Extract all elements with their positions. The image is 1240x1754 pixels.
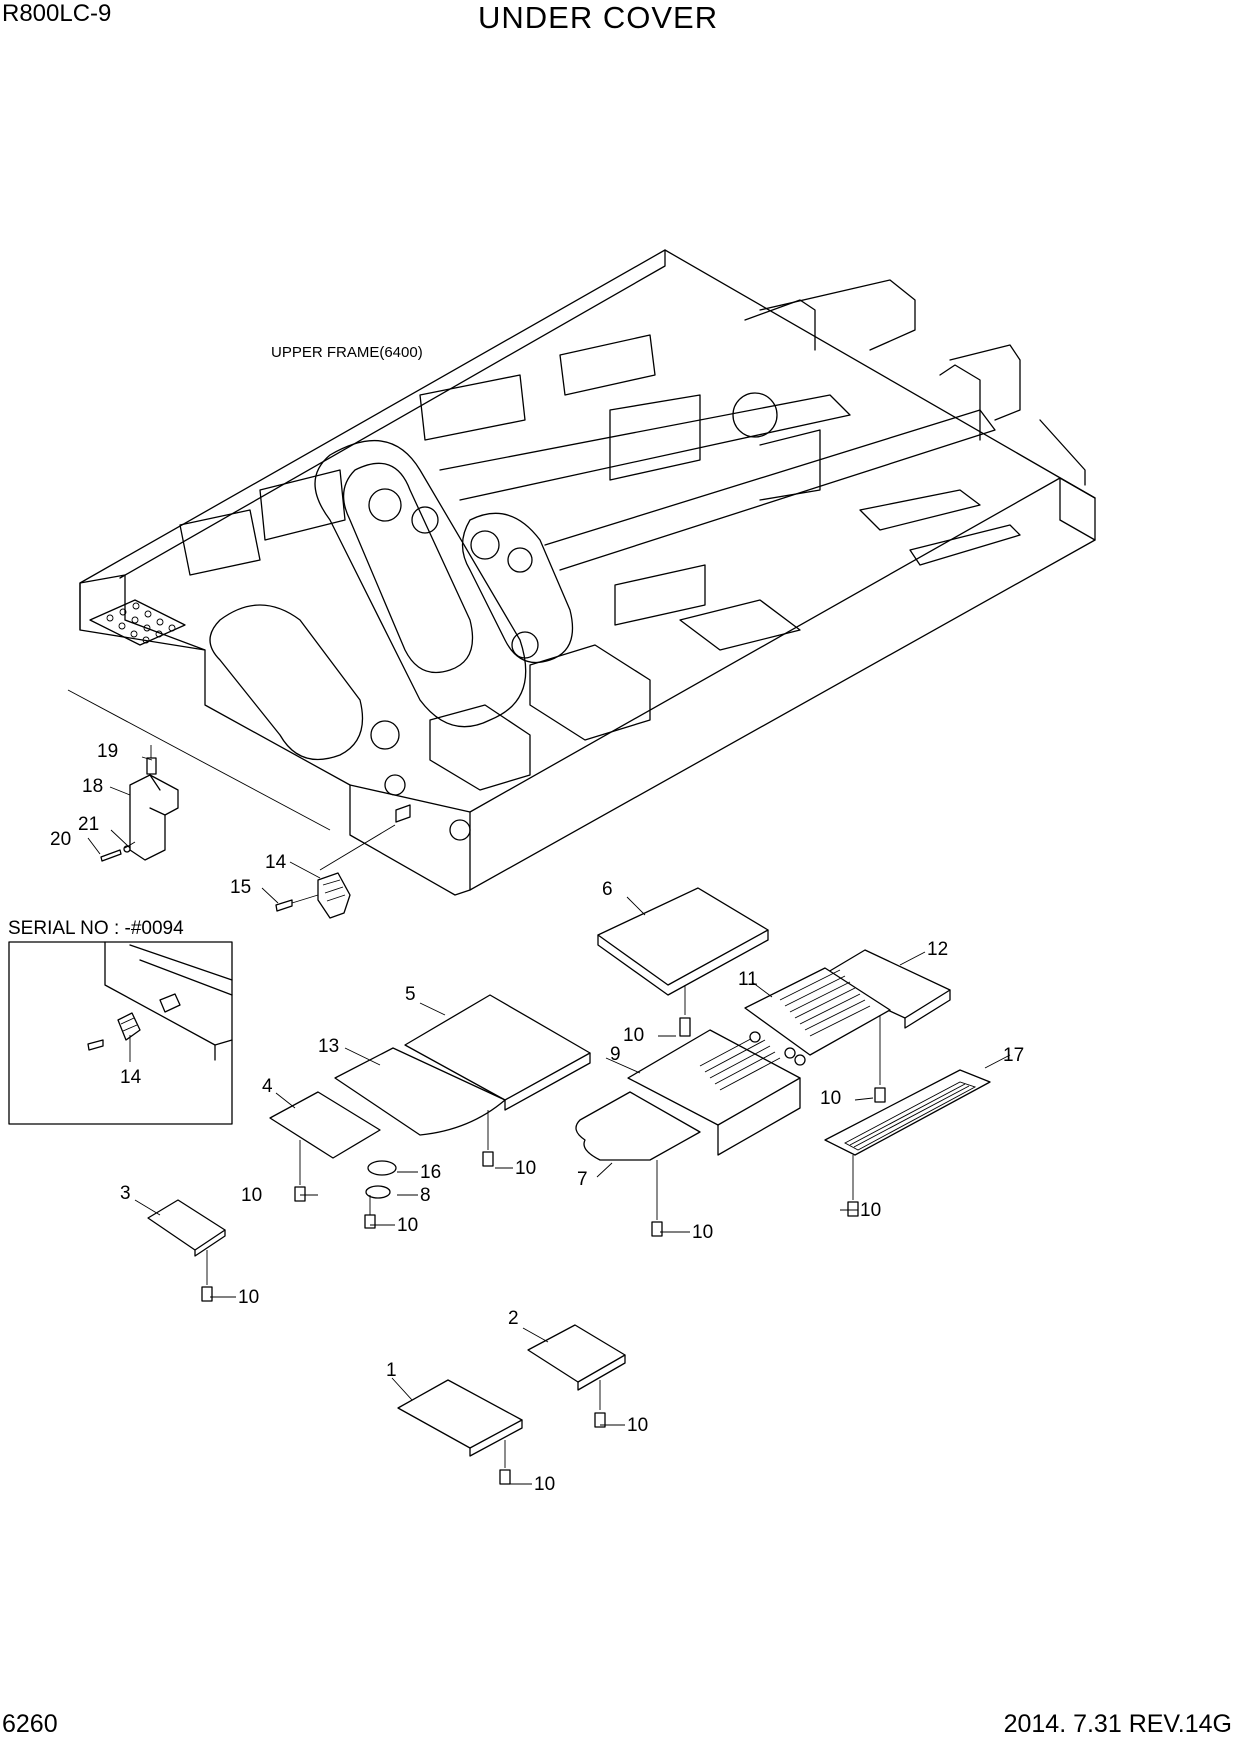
callout-19: 19 xyxy=(97,741,118,762)
page-number: 6260 xyxy=(2,1710,58,1738)
upper-frame-drawing: UPPER FRAME(6400) xyxy=(67,249,1096,896)
callout-6: 6 xyxy=(602,879,613,900)
page-title: UNDER COVER xyxy=(478,0,719,35)
inset-callout-label: 14 xyxy=(120,1067,142,1088)
callout-10i: 10 xyxy=(627,1415,648,1436)
callout-8: 8 xyxy=(420,1185,431,1206)
callout-17: 17 xyxy=(1003,1045,1024,1066)
callout-10g: 10 xyxy=(397,1215,418,1236)
bracket-assembly xyxy=(100,745,179,862)
callout-18: 18 xyxy=(82,776,103,797)
callout-14: 14 xyxy=(265,852,287,873)
callout-1: 1 xyxy=(386,1360,397,1381)
model-number: R800LC-9 xyxy=(2,0,112,27)
callout-10h: 10 xyxy=(238,1287,259,1308)
callout-5: 5 xyxy=(405,984,416,1005)
frame-label: UPPER FRAME(6400) xyxy=(271,344,423,361)
callout-16: 16 xyxy=(420,1162,441,1183)
inset-serial-label: SERIAL NO : -#0094 xyxy=(8,918,184,939)
callout-10d: 10 xyxy=(692,1222,713,1243)
callout-10e: 10 xyxy=(515,1158,536,1179)
callout-11: 11 xyxy=(738,969,758,990)
callout-3: 3 xyxy=(120,1183,131,1204)
callout-21: 21 xyxy=(78,814,99,835)
callout-10a: 10 xyxy=(623,1025,644,1046)
callout-2: 2 xyxy=(508,1308,519,1329)
callout-10j: 10 xyxy=(534,1474,555,1495)
callout-7: 7 xyxy=(577,1169,588,1190)
callout-4: 4 xyxy=(262,1076,273,1097)
callout-20: 20 xyxy=(50,829,71,850)
revision-date: 2014. 7.31 REV.14G xyxy=(1003,1710,1232,1738)
callout-10c: 10 xyxy=(860,1200,881,1221)
serial-inset: SERIAL NO : -#0094 14 xyxy=(8,918,233,1125)
cover-14 xyxy=(275,872,351,919)
callout-10b: 10 xyxy=(820,1088,841,1109)
callouts: 1 2 3 4 5 6 7 8 9 10 10 10 10 10 10 10 1… xyxy=(50,741,1024,1495)
callout-15: 15 xyxy=(230,877,251,898)
callout-9: 9 xyxy=(610,1044,621,1065)
callout-13: 13 xyxy=(318,1036,339,1057)
cover-plates xyxy=(147,887,991,1485)
callout-12: 12 xyxy=(927,939,948,960)
callout-10f: 10 xyxy=(241,1185,262,1206)
